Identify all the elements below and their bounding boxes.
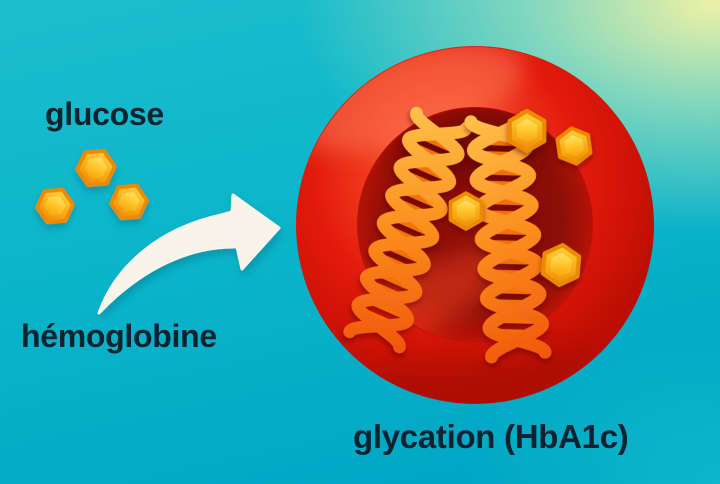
free-glucose-hexagon-3: [105, 177, 153, 227]
hemoglobin-label: hémoglobine: [21, 318, 217, 354]
curved-arrow-icon: [97, 193, 281, 315]
glucose-label: glucose: [45, 96, 164, 132]
bound-glucose-hexagon-3: [448, 191, 484, 231]
free-glucose-hexagon-2: [31, 181, 79, 231]
glycation-label: glycation (HbA1c): [353, 418, 629, 455]
free-glucose-hexagon-1: [73, 144, 119, 192]
bound-glucose-hexagon-1: [510, 111, 545, 151]
cell-bottom-shade: [350, 350, 650, 403]
